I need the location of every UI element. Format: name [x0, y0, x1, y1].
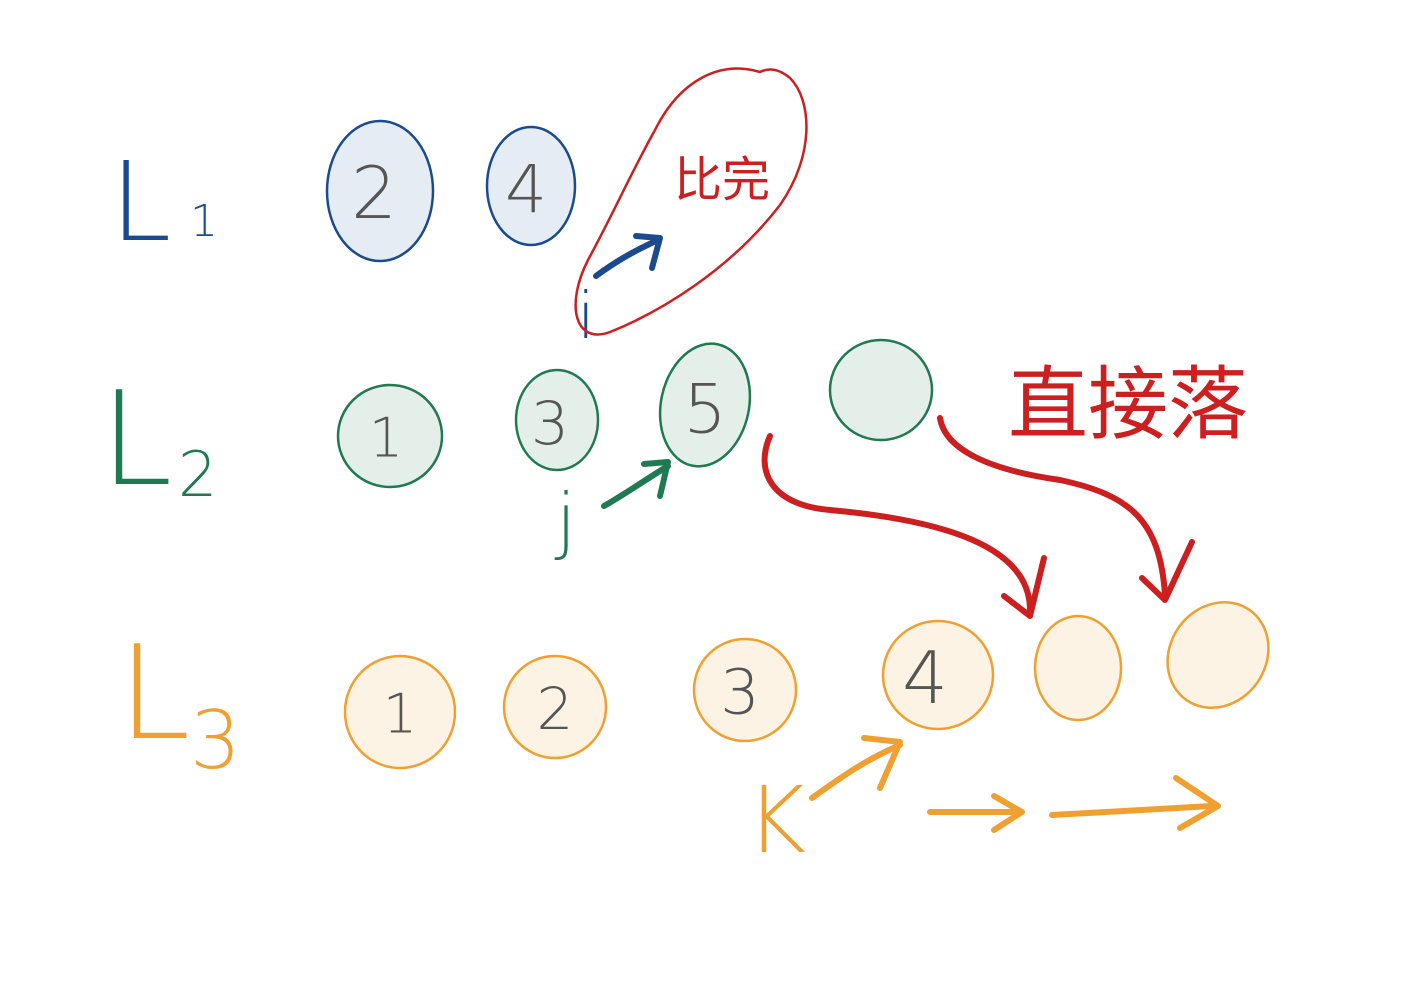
drop-arrow-1: [761, 433, 1047, 619]
label-l1: L 1: [110, 138, 218, 266]
list3-node-5: [1033, 614, 1123, 722]
label-l3-letter: L: [118, 617, 190, 769]
list2-node-4: [828, 338, 934, 442]
pointer-i-arrow: [593, 233, 663, 279]
list3-node-3: 3: [692, 637, 798, 743]
node-value: 4: [505, 152, 547, 229]
node-value: 1: [383, 683, 417, 746]
label-l3-subscript: 3: [190, 694, 241, 787]
direct-drop-annotation: 直接落: [761, 358, 1248, 619]
label-l2-letter: L: [100, 363, 172, 515]
node-value: 1: [369, 407, 403, 470]
pointer-k: K: [746, 735, 1221, 874]
done-label: 比完: [674, 152, 770, 208]
direct-drop-label: 直接落: [1008, 358, 1248, 451]
pointer-k-label: K: [746, 767, 806, 874]
list3-node-6: [1166, 600, 1270, 710]
list3-node-1: 1: [343, 654, 457, 770]
list3-node-4: 4: [881, 619, 995, 731]
done-annotation: 比完: [574, 67, 808, 336]
pointer-j: j: [554, 459, 671, 562]
pointer-j-label: j: [554, 478, 576, 562]
label-l2-subscript: 2: [178, 438, 217, 511]
pointer-i: i: [577, 233, 663, 354]
list3-node-2: 2: [502, 654, 608, 760]
list2-node-3: 5: [658, 342, 752, 468]
list1-node-2: 4: [485, 125, 577, 247]
node-value: 4: [902, 636, 948, 720]
list2-node-2: 3: [514, 368, 600, 472]
pointer-i-label: i: [577, 280, 595, 354]
node-value: 2: [351, 151, 397, 235]
pointer-k-arrow: [809, 735, 903, 801]
advance-arrow-1: [927, 793, 1025, 833]
pointer-j-arrow: [601, 459, 671, 509]
node-value: 2: [537, 675, 574, 743]
advance-arrow-2: [1049, 775, 1221, 831]
node-value: 3: [531, 389, 569, 459]
label-l2: L 2: [100, 363, 217, 515]
node-value: 3: [720, 656, 759, 729]
list1-node-1: 2: [325, 119, 435, 263]
drop-arrow-2: [937, 415, 1195, 603]
list2-node-1: 1: [336, 383, 444, 489]
node-value: 5: [683, 371, 726, 450]
done-circle: [574, 67, 808, 336]
label-l3: L 3: [118, 617, 241, 787]
label-l1-letter: L: [110, 138, 171, 266]
label-l1-subscript: 1: [190, 196, 218, 247]
